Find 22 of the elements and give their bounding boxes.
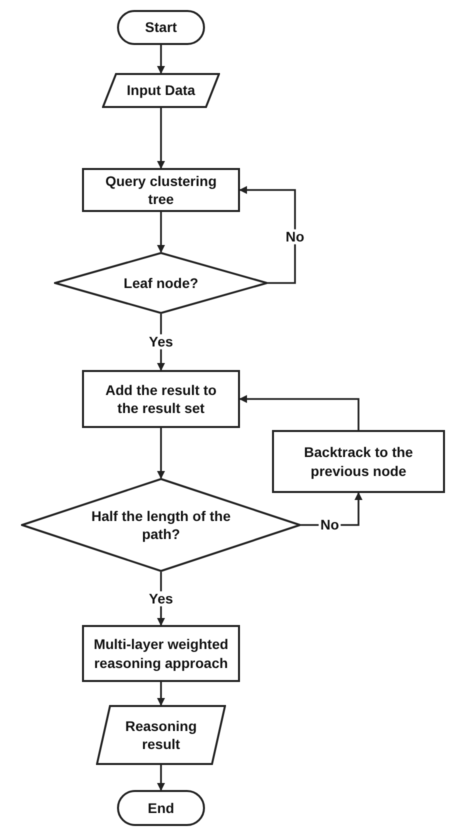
terminal-node: End <box>117 790 205 826</box>
io-parallelogram: Reasoning result <box>96 705 226 765</box>
process-box: Add the result to the result set <box>82 370 240 428</box>
arrow <box>157 45 165 74</box>
arrow <box>157 212 165 253</box>
arrow <box>239 186 296 284</box>
arrow <box>157 428 165 479</box>
edge-label: Yes <box>146 334 176 350</box>
decision-diamond: Half the length of the path? <box>21 478 301 572</box>
arrow <box>239 395 360 430</box>
process-box: Query clustering tree <box>82 168 240 212</box>
io-parallelogram: Input Data <box>102 73 220 108</box>
arrow <box>157 765 165 791</box>
arrow <box>157 108 165 169</box>
process-box: Backtrack to the previous node <box>272 430 445 493</box>
terminal-node: Start <box>117 10 205 45</box>
arrow <box>157 682 165 706</box>
edge-label: Yes <box>146 590 176 606</box>
decision-diamond: Leaf node? <box>54 252 268 314</box>
process-box: Multi-layer weighted reasoning approach <box>82 625 240 682</box>
edge-label: No <box>284 228 306 244</box>
edge-label: No <box>318 517 342 533</box>
